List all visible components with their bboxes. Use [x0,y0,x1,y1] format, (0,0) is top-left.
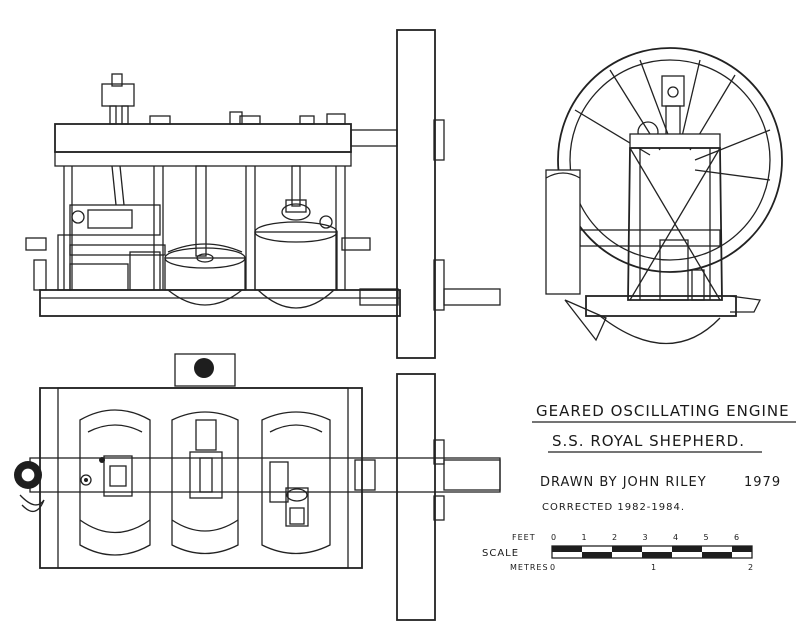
scale-feet-tick: 4 [673,533,679,542]
scale-feet-label: FEET [512,533,536,542]
scale-feet-tick: 1 [582,533,588,542]
scale-metres-ticks: 0 1 2 [550,563,754,572]
scale-feet-tick: 6 [734,533,740,542]
side-elevation [25,29,501,359]
scale-metres-tick: 0 [550,563,556,572]
scale-bar: FEET 0 1 2 3 4 5 6 SCALE METRES 0 1 2 [482,533,754,572]
scale-metres-tick: 1 [651,563,657,572]
scale-feet-ticks: 0 1 2 3 4 5 6 [551,533,740,542]
scale-metres-label: METRES [510,563,549,572]
scale-feet-tick: 5 [704,533,710,542]
end-elevation [545,47,783,345]
title-block: GEARED OSCILLATING ENGINE S.S. ROYAL SHE… [532,402,796,513]
corrected-text: CORRECTED 1982-1984. [542,502,685,513]
drawn-year: 1979 [744,475,781,490]
drawn-by-text: DRAWN BY JOHN RILEY [540,475,707,490]
scale-feet-tick: 3 [643,533,649,542]
scale-metres-tick: 2 [748,563,754,572]
drawing-subtitle: S.S. ROYAL SHEPHERD. [552,432,745,450]
scale-feet-tick: 0 [551,533,557,542]
scale-label: SCALE [482,548,519,559]
drawing-title: GEARED OSCILLATING ENGINE [536,402,790,420]
scale-feet-tick: 2 [612,533,618,542]
plan-view [14,353,501,621]
